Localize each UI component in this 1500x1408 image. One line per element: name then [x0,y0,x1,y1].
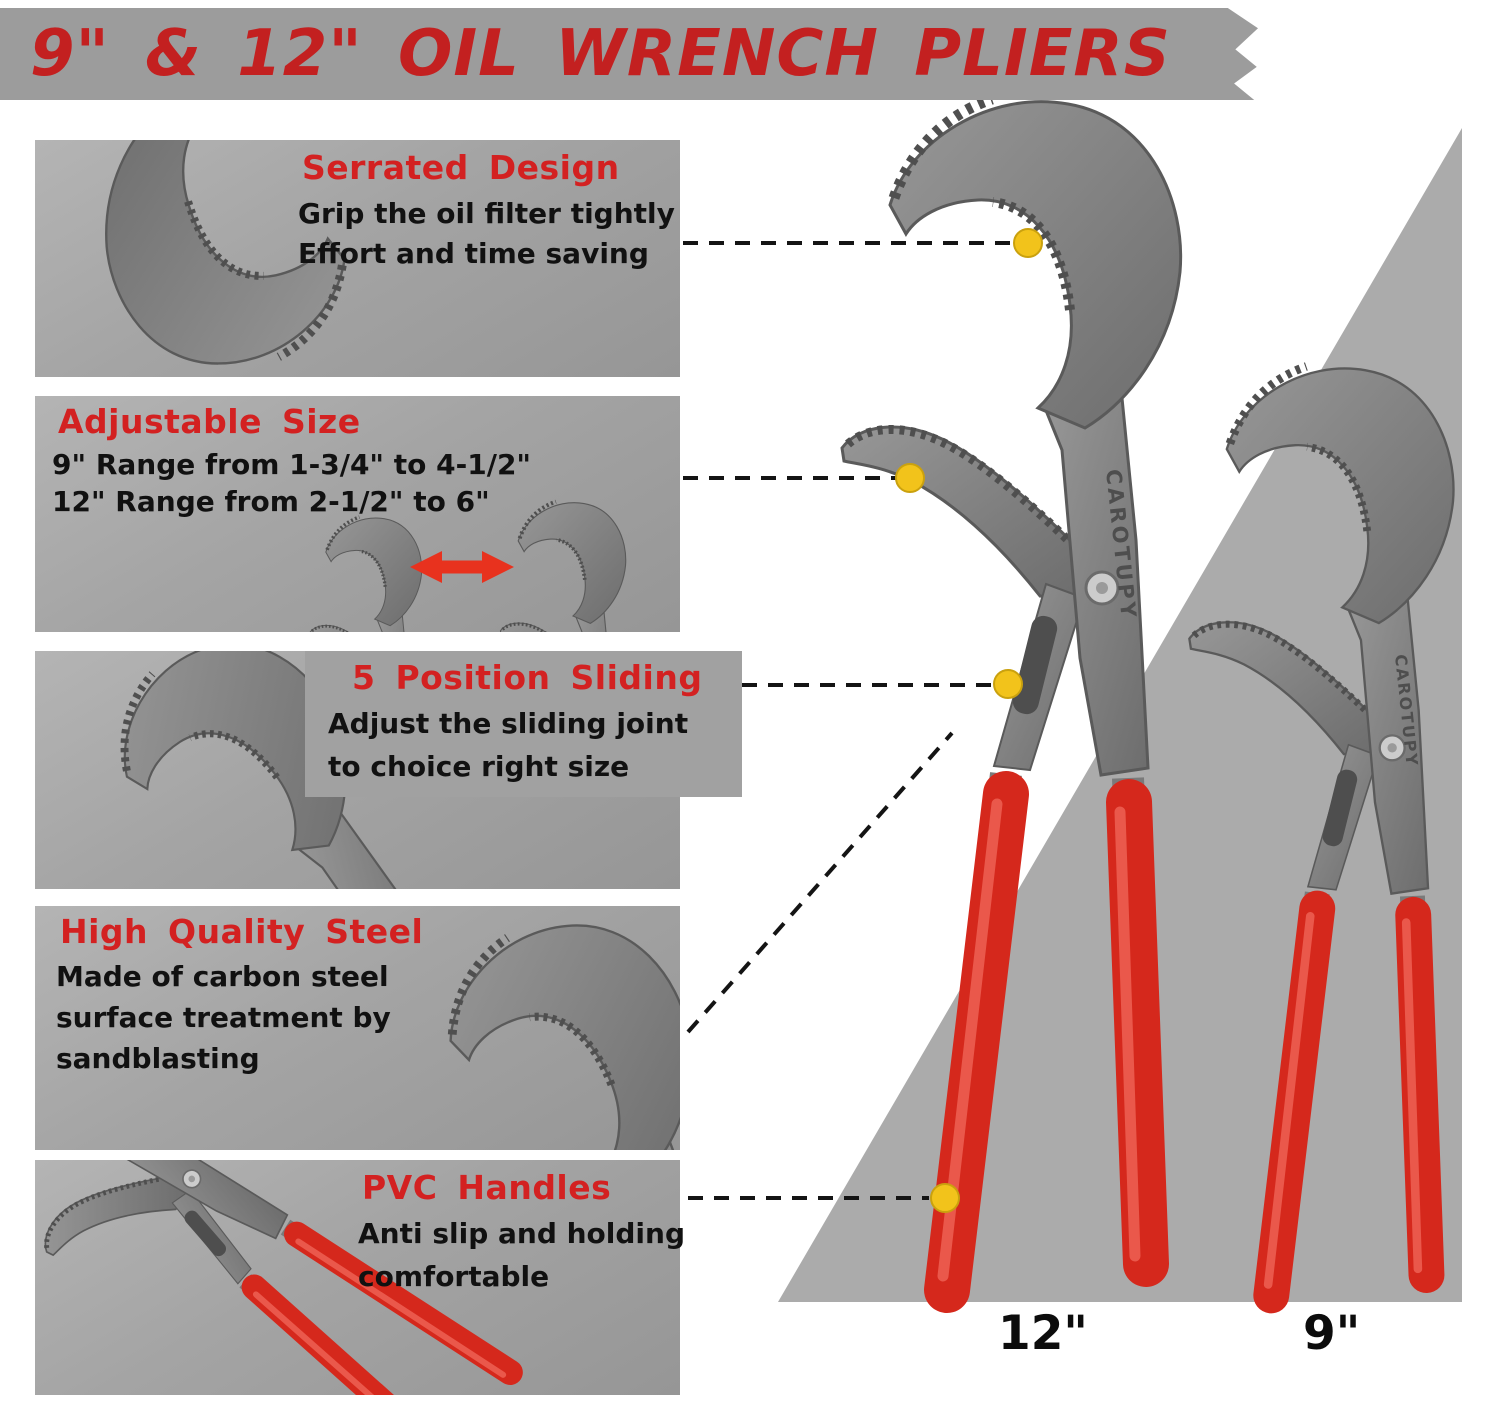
banner: 9" & 12" OIL WRENCH PLIERS [0,8,1258,100]
feature-line: 9" Range from 1-3/4" to 4-1/2" [52,448,532,481]
feature-text-pvc-handles: Anti slip and holding comfortable [358,1212,685,1298]
feature-line: Effort and time saving [298,237,649,270]
feature-text-high-quality-steel: Made of carbon steel surface treatment b… [56,956,391,1079]
feature-text-serrated-design: Grip the oil filter tightly Effort and t… [298,194,675,274]
callout-line-steel [686,731,954,1034]
feature-line: Made of carbon steel [56,960,389,993]
marker-dot-adjustable [895,463,925,493]
marker-dot-handles [930,1183,960,1213]
feature-title-position-sliding: 5 Position Sliding [352,658,703,697]
size-label-9: 9" [1303,1306,1361,1361]
feature-line: 12" Range from 2-1/2" to 6" [52,485,490,518]
feature-line: Grip the oil filter tightly [298,197,675,230]
feature-text-adjustable-size: 9" Range from 1-3/4" to 4-1/2" 12" Range… [52,446,531,520]
feature-line: surface treatment by [56,1001,391,1034]
size-label-12: 12" [998,1306,1088,1361]
marker-dot-serrated [1013,228,1043,258]
banner-title: 9" & 12" OIL WRENCH PLIERS [30,17,1171,91]
feature-line: comfortable [358,1260,550,1293]
feature-title-pvc-handles: PVC Handles [362,1168,612,1207]
feature-title-adjustable-size: Adjustable Size [58,402,361,441]
feature-line: sandblasting [56,1042,260,1075]
feature-line: Adjust the sliding joint [328,707,689,740]
panel-sliding-text-box [305,651,742,797]
photo-adjustable-size [310,502,626,943]
feature-text-position-sliding: Adjust the sliding joint to choice right… [328,702,688,788]
feature-line: Anti slip and holding [358,1217,685,1250]
feature-title-serrated-design: Serrated Design [302,148,620,187]
feature-line: to choice right size [328,750,630,783]
feature-title-high-quality-steel: High Quality Steel [60,912,424,951]
marker-dot-sliding [993,669,1023,699]
range-arrow-icon [410,551,514,583]
